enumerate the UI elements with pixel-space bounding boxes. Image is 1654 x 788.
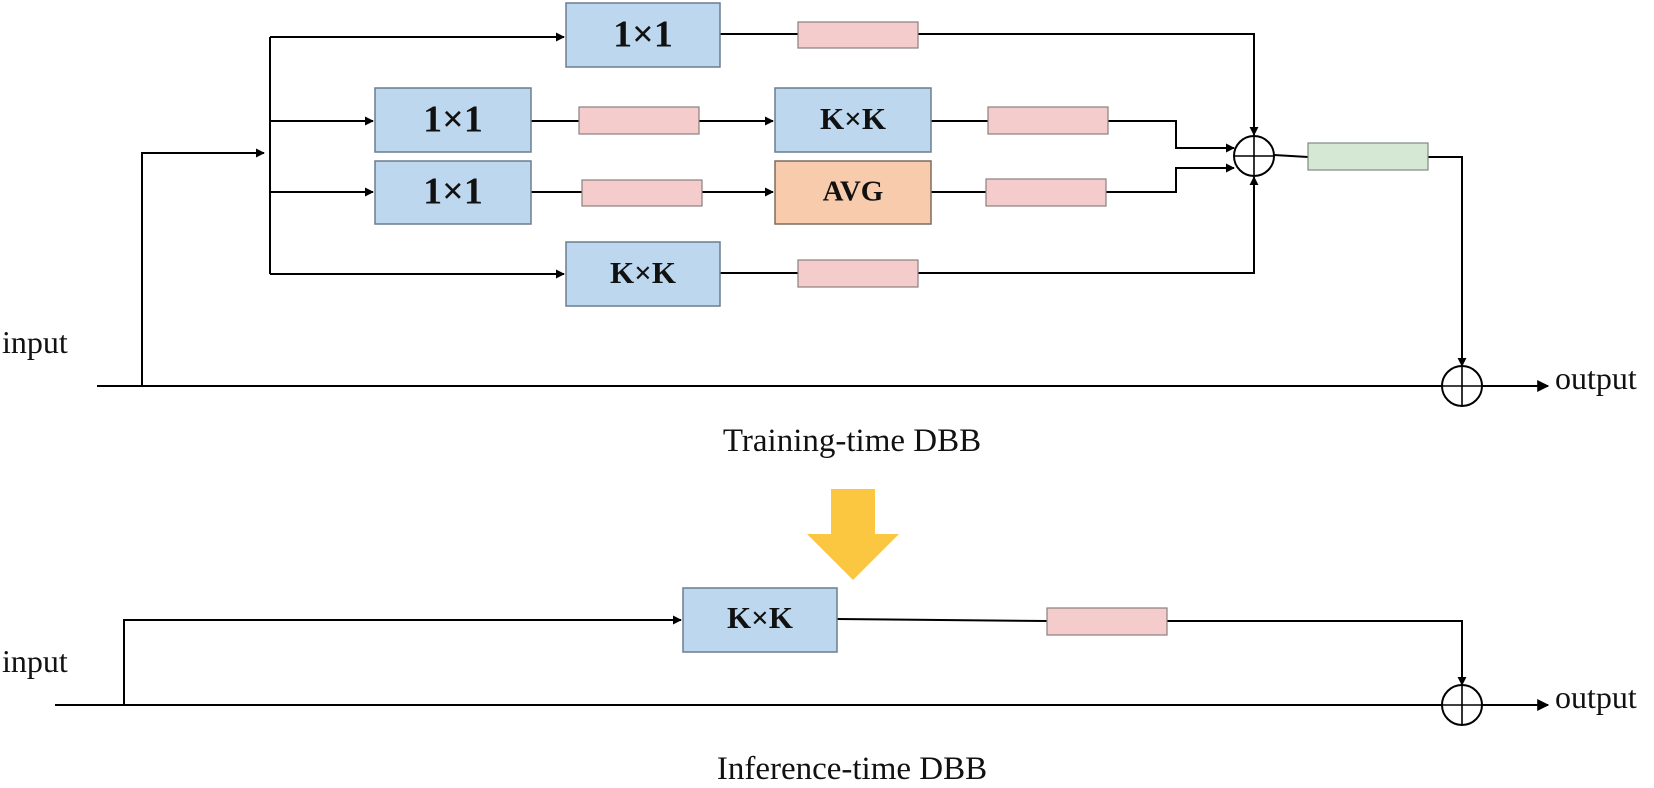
inference-convkxk-label: K×K: [727, 600, 793, 635]
branch1-conv1x1-block: [565, 2, 721, 68]
training-output-label: output: [1555, 360, 1637, 396]
inference-convkxk-block: [682, 587, 838, 653]
sum-to-bn-wire: [1273, 154, 1309, 158]
branch3-conv1x1-label: 1×1: [423, 171, 483, 213]
inference-caption: Inference-time DBB: [717, 751, 987, 787]
inference-bn-block: [1046, 607, 1168, 636]
branch3-avg-label: AVG: [823, 176, 884, 208]
branch2-bn2-block: [987, 106, 1109, 135]
inference-input-to-conv-wire: [123, 615, 682, 705]
branch3-avg-block: [774, 160, 932, 225]
branch2-bn1-block: [578, 106, 700, 135]
input-to-split-wire: [141, 148, 265, 386]
inference-conv-bn-wire: [836, 618, 1048, 622]
branch3-to-sum-wire: [1106, 163, 1235, 193]
final-bn-block: [1307, 142, 1429, 171]
inference-bn-to-sum-wire: [1167, 620, 1467, 686]
residual-sum-node: [1441, 365, 1483, 407]
branch3-conv1x1-block: [374, 160, 532, 225]
training-input-label: input: [2, 324, 68, 360]
inference-input-label: input: [2, 643, 68, 679]
branch2-convkxk-label: K×K: [820, 101, 886, 136]
branch2-conv1x1-label: 1×1: [423, 99, 483, 141]
branch4-convkxk-block: [565, 241, 721, 307]
inference-wires: [55, 615, 1550, 711]
bn-to-output-add-wire: [1428, 156, 1467, 367]
inference-time-dbb: K×K input output Inference-time DBB: [2, 587, 1637, 787]
training-caption: Training-time DBB: [723, 423, 981, 459]
reparameterize-arrow-icon: [807, 489, 899, 580]
branch4-to-sum-wire: [918, 176, 1259, 274]
branch4-bn-block: [797, 259, 919, 288]
inference-output-label: output: [1555, 679, 1637, 715]
branch-sum-node: [1233, 135, 1275, 177]
branch3-bn2-block: [985, 178, 1107, 207]
training-wires: [97, 32, 1550, 392]
branch2-to-sum-wire: [1108, 120, 1235, 153]
branch4-convkxk-label: K×K: [610, 255, 676, 290]
branch2-conv1x1-block: [374, 87, 532, 153]
branch1-conv1x1-label: 1×1: [613, 14, 673, 56]
training-blocks: 1×1 1×1 K×K 1×1 AVG K×K: [374, 2, 1429, 307]
branch1-bn-block: [797, 21, 919, 49]
branch1-to-sum-wire: [918, 33, 1259, 136]
branch3-bn1-block: [581, 179, 703, 207]
inference-sum-node: [1441, 684, 1483, 726]
branch2-convkxk-block: [774, 87, 932, 153]
training-time-dbb: 1×1 1×1 K×K 1×1 AVG K×K: [2, 2, 1637, 459]
